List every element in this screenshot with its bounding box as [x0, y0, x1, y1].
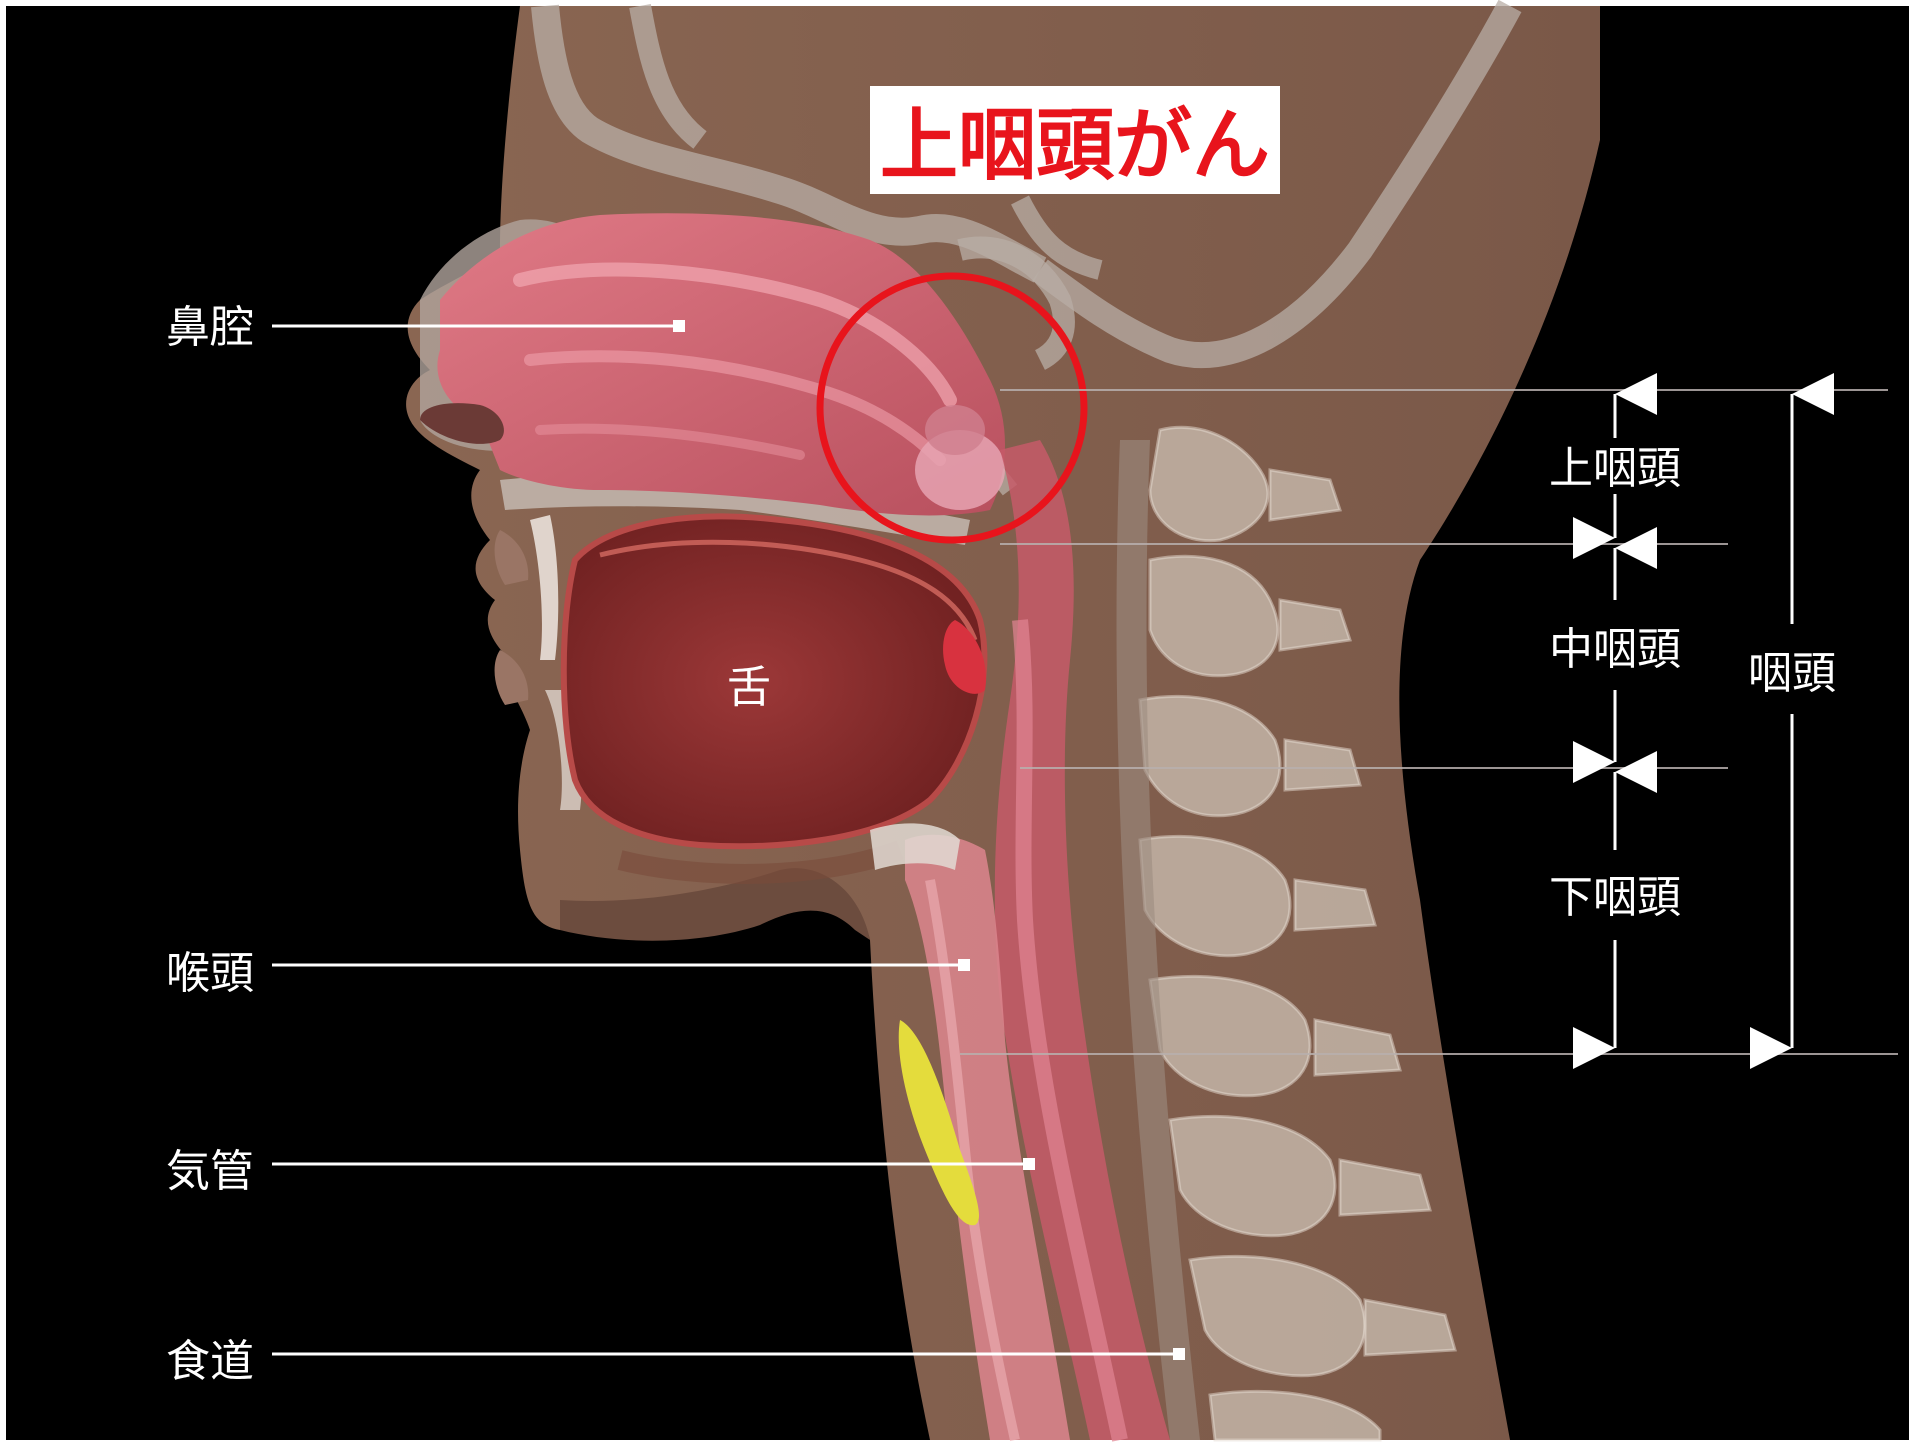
- label-larynx: 喉頭: [166, 948, 254, 999]
- label-pharynx: 咽頭: [1748, 648, 1836, 699]
- page-title: 上咽頭がん: [880, 101, 1270, 191]
- label-oropharynx: 中咽頭: [1549, 624, 1681, 675]
- label-trachea: 気管: [166, 1146, 254, 1197]
- label-nasal-cavity: 鼻腔: [166, 302, 254, 353]
- label-esophagus: 食道: [166, 1336, 254, 1387]
- title-box: 上咽頭がん: [870, 86, 1280, 194]
- label-hypopharynx: 下咽頭: [1549, 872, 1681, 923]
- label-nasopharynx: 上咽頭: [1549, 443, 1681, 494]
- label-tongue: 舌: [727, 662, 771, 713]
